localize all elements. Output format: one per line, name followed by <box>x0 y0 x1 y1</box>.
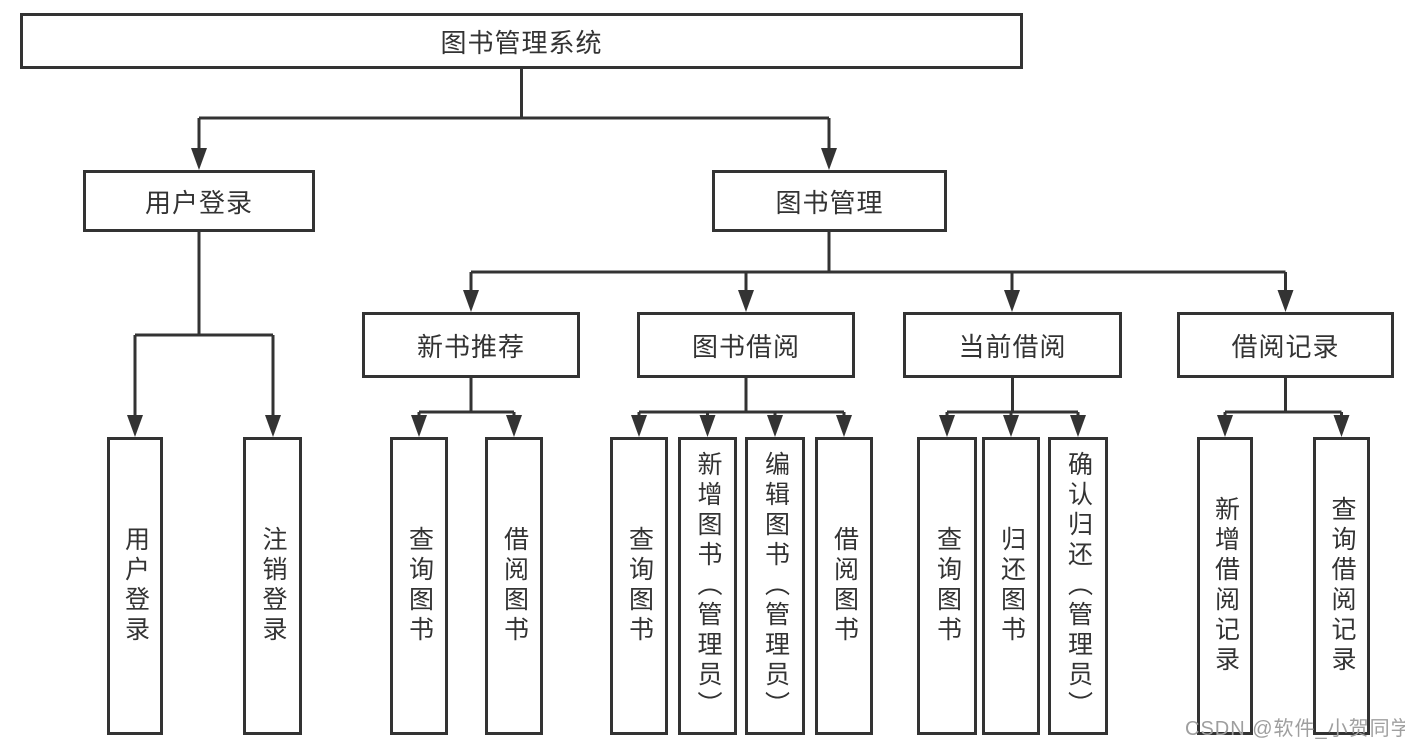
node-leaf-confirm-return-admin: 确认归还（管理员） <box>1048 437 1108 735</box>
node-leaf-confirm-return-admin-label: 确认归还（管理员） <box>1064 451 1093 721</box>
node-leaf-user-login-label: 用户登录 <box>121 526 150 646</box>
node-new-book-recommend-label: 新书推荐 <box>416 331 525 362</box>
node-leaf-return-books-label: 归还图书 <box>997 526 1026 646</box>
node-leaf-borrowing-borrow-books: 借阅图书 <box>815 437 873 735</box>
node-user-login-label: 用户登录 <box>144 187 253 218</box>
node-leaf-logout: 注销登录 <box>243 437 302 735</box>
node-leaf-add-borrow-record: 新增借阅记录 <box>1197 437 1253 735</box>
node-leaf-newrec-query-books: 查询图书 <box>390 437 448 735</box>
node-leaf-newrec-query-books-label: 查询图书 <box>405 526 434 646</box>
node-borrowing-records: 借阅记录 <box>1177 312 1394 378</box>
node-leaf-edit-books-admin: 编辑图书（管理员） <box>745 437 805 735</box>
node-user-login: 用户登录 <box>83 170 315 232</box>
node-leaf-query-borrow-record-label: 查询借阅记录 <box>1328 496 1356 676</box>
node-leaf-borrowing-query-books-label: 查询图书 <box>625 526 654 646</box>
node-leaf-borrowing-borrow-books-label: 借阅图书 <box>830 526 859 646</box>
node-leaf-query-borrow-record: 查询借阅记录 <box>1313 437 1370 735</box>
node-book-borrowing: 图书借阅 <box>637 312 855 378</box>
node-borrowing-records-label: 借阅记录 <box>1231 331 1340 362</box>
node-root-label: 图书管理系统 <box>440 27 603 58</box>
node-leaf-add-books-admin: 新增图书（管理员） <box>678 437 737 735</box>
node-new-book-recommend: 新书推荐 <box>362 312 580 378</box>
node-leaf-add-books-admin-label: 新增图书（管理员） <box>694 451 722 721</box>
node-book-borrowing-label: 图书借阅 <box>691 331 800 362</box>
node-book-management: 图书管理 <box>712 170 947 232</box>
node-current-borrowing-label: 当前借阅 <box>958 331 1067 362</box>
node-leaf-add-borrow-record-label: 新增借阅记录 <box>1211 496 1240 676</box>
node-leaf-current-query-books: 查询图书 <box>917 437 977 735</box>
arrowheads <box>127 148 1350 437</box>
node-leaf-logout-label: 注销登录 <box>259 526 287 646</box>
node-leaf-return-books: 归还图书 <box>982 437 1040 735</box>
node-leaf-borrowing-query-books: 查询图书 <box>610 437 668 735</box>
node-leaf-current-query-books-label: 查询图书 <box>933 526 962 646</box>
node-leaf-newrec-borrow-books-label: 借阅图书 <box>500 526 529 646</box>
node-leaf-user-login: 用户登录 <box>107 437 163 735</box>
node-leaf-edit-books-admin-label: 编辑图书（管理员） <box>761 451 790 721</box>
node-current-borrowing: 当前借阅 <box>903 312 1122 378</box>
node-root: 图书管理系统 <box>20 13 1023 69</box>
csdn-watermark: CSDN @软件_小贺同学 <box>1185 718 1405 740</box>
node-leaf-newrec-borrow-books: 借阅图书 <box>485 437 543 735</box>
node-book-management-label: 图书管理 <box>775 187 884 218</box>
